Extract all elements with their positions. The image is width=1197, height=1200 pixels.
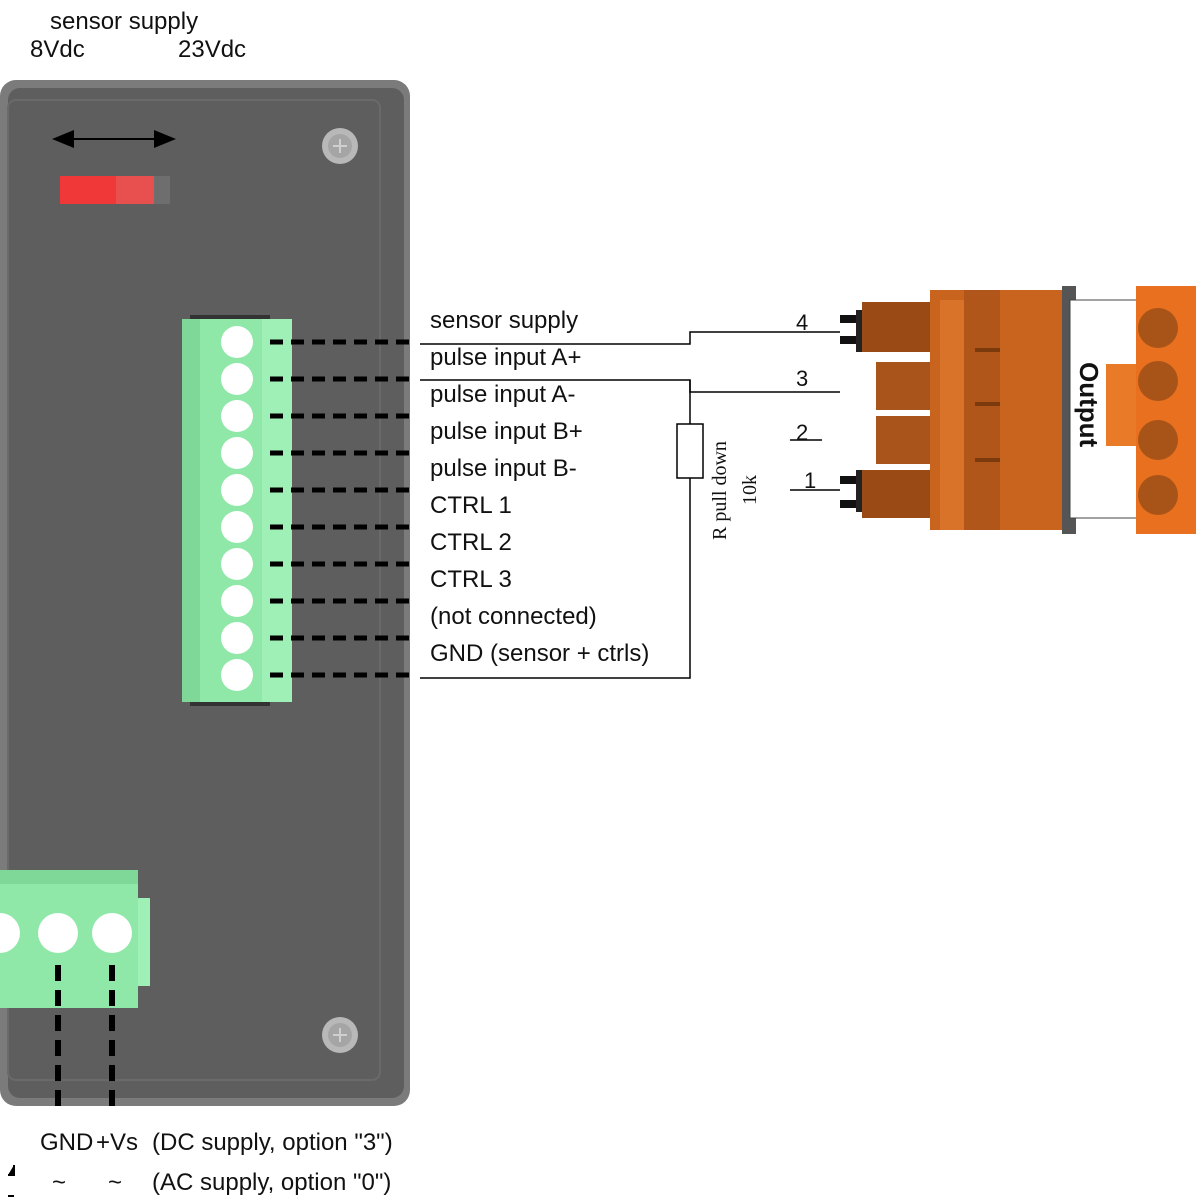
terminal-wires: [270, 339, 416, 678]
terminal-pin-label: pulse input A-: [430, 381, 575, 408]
terminal-pin-label: (not connected): [430, 603, 597, 630]
terminal-pin-label: CTRL 1: [430, 492, 512, 519]
terminal-hole: [221, 474, 253, 506]
wire-sensor-supply-to-pin4: [420, 331, 840, 345]
terminal-pin-label: sensor supply: [430, 307, 578, 334]
vs-label: +Vs: [96, 1129, 138, 1156]
terminal-pin-label: CTRL 2: [430, 529, 512, 556]
supply-option-23vdc: 23Vdc: [178, 36, 246, 63]
output-pin-2: 2: [796, 420, 808, 445]
power-terminal-block: [0, 870, 150, 1008]
wire-resistor-to-gnd: [420, 478, 691, 679]
terminal-holes: [221, 326, 253, 691]
terminal-hole: [221, 326, 253, 358]
pull-down-resistor: [676, 423, 704, 479]
terminal-pin-labels: sensor supply pulse input A+ pulse input A…: [430, 307, 649, 667]
dc-supply-note: (DC supply, option "3"): [152, 1129, 393, 1156]
ac-symbol-2: ~: [108, 1169, 122, 1196]
terminal-hole: [221, 511, 253, 543]
supply-selector-switch[interactable]: [60, 176, 170, 204]
resistor-value: 10k: [739, 475, 761, 505]
double-arrow-icon: [52, 130, 176, 148]
ac-supply-note: (AC supply, option "0"): [152, 1169, 391, 1196]
terminal-hole: [221, 437, 253, 469]
terminal-hole: [221, 363, 253, 395]
screw-icon: [322, 128, 358, 164]
terminal-pin-label: CTRL 3: [430, 566, 512, 593]
terminal-hole: [221, 622, 253, 654]
terminal-hole: [221, 548, 253, 580]
input-terminal-block: [182, 315, 292, 706]
output-pin-4: 4: [796, 310, 808, 335]
supply-option-8vdc: 8Vdc: [30, 36, 85, 63]
output-pin-1: 1: [804, 468, 816, 493]
terminal-hole: [221, 659, 253, 691]
ac-symbol-1: ~: [52, 1169, 66, 1196]
terminal-hole: [221, 400, 253, 432]
supply-selector-title: sensor supply: [50, 8, 198, 35]
bracket-mark-icon: [8, 1165, 15, 1197]
output-connector: [840, 286, 1196, 534]
terminal-pin-label: pulse input B+: [430, 418, 583, 445]
gnd-label: GND: [40, 1129, 93, 1156]
resistor-label: R pull down: [709, 441, 731, 540]
terminal-pin-label: GND (sensor + ctrls): [430, 640, 649, 667]
terminal-pin-label: pulse input A+: [430, 344, 581, 371]
screw-icon: [322, 1017, 358, 1053]
output-pin-3: 3: [796, 366, 808, 391]
terminal-pin-label: pulse input B-: [430, 455, 577, 482]
output-connector-label: Output: [1074, 362, 1104, 448]
terminal-hole: [221, 585, 253, 617]
connection-lines: [420, 331, 840, 679]
